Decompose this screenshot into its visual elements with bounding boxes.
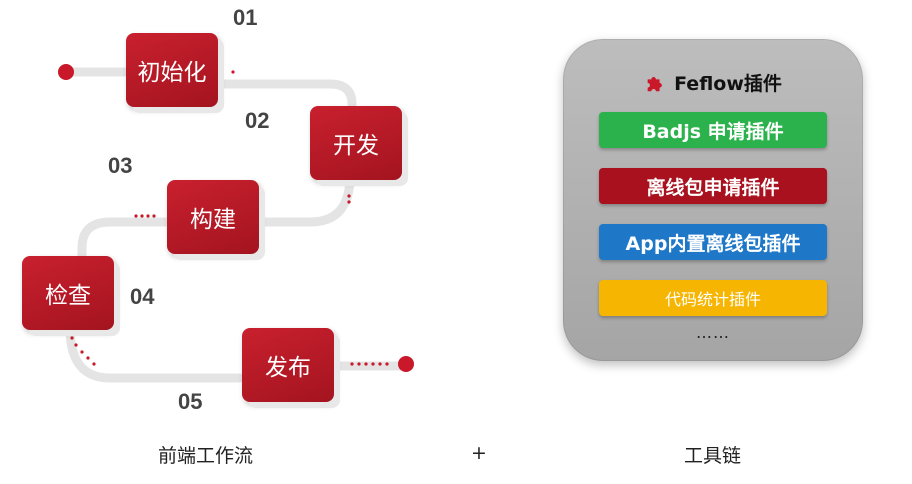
step-check-box: 检查 [22,256,114,330]
step-label: 检查 [45,283,91,309]
puzzle-icon [644,72,666,94]
toolchain-caption: 工具链 [684,445,742,467]
panel-title: Feflow插件 [563,69,863,96]
connector-04-05 [65,323,245,383]
step-release-box: 发布 [242,328,334,402]
step-label: 开发 [333,133,379,159]
panel-title-text: Feflow插件 [674,73,782,95]
step-label: 初始化 [137,60,207,86]
plugin-code-stats: 代码统计插件 [599,280,827,316]
flow-start-dot [58,64,74,80]
plus-sign: + [471,442,487,464]
workflow-caption: 前端工作流 [158,445,254,467]
flow-end-dot [398,356,414,372]
step-number: 03 [108,153,133,178]
step-label: 构建 [190,207,236,233]
more-plugins-ellipsis: …… [696,323,730,342]
plugin-app-builtin-offline: App内置离线包插件 [599,224,827,260]
connector-03-04 [77,217,173,263]
step-number: 05 [178,389,203,414]
step-number: 02 [245,108,270,133]
plugin-badjs: Badjs 申请插件 [599,112,827,148]
plugin-offline-package: 离线包申请插件 [599,168,827,204]
step-develop-box: 开发 [310,106,402,180]
step-label: 发布 [265,355,311,381]
connector-01-02 [215,79,357,109]
step-number: 01 [233,5,258,30]
feflow-plugin-panel: Feflow插件 Badjs 申请插件 离线包申请插件 App内置离线包插件 代… [563,39,863,361]
step-number: 04 [130,284,155,309]
step-build-box: 构建 [167,180,259,254]
connector-02-03 [253,171,355,227]
step-init-box: 初始化 [126,33,218,107]
